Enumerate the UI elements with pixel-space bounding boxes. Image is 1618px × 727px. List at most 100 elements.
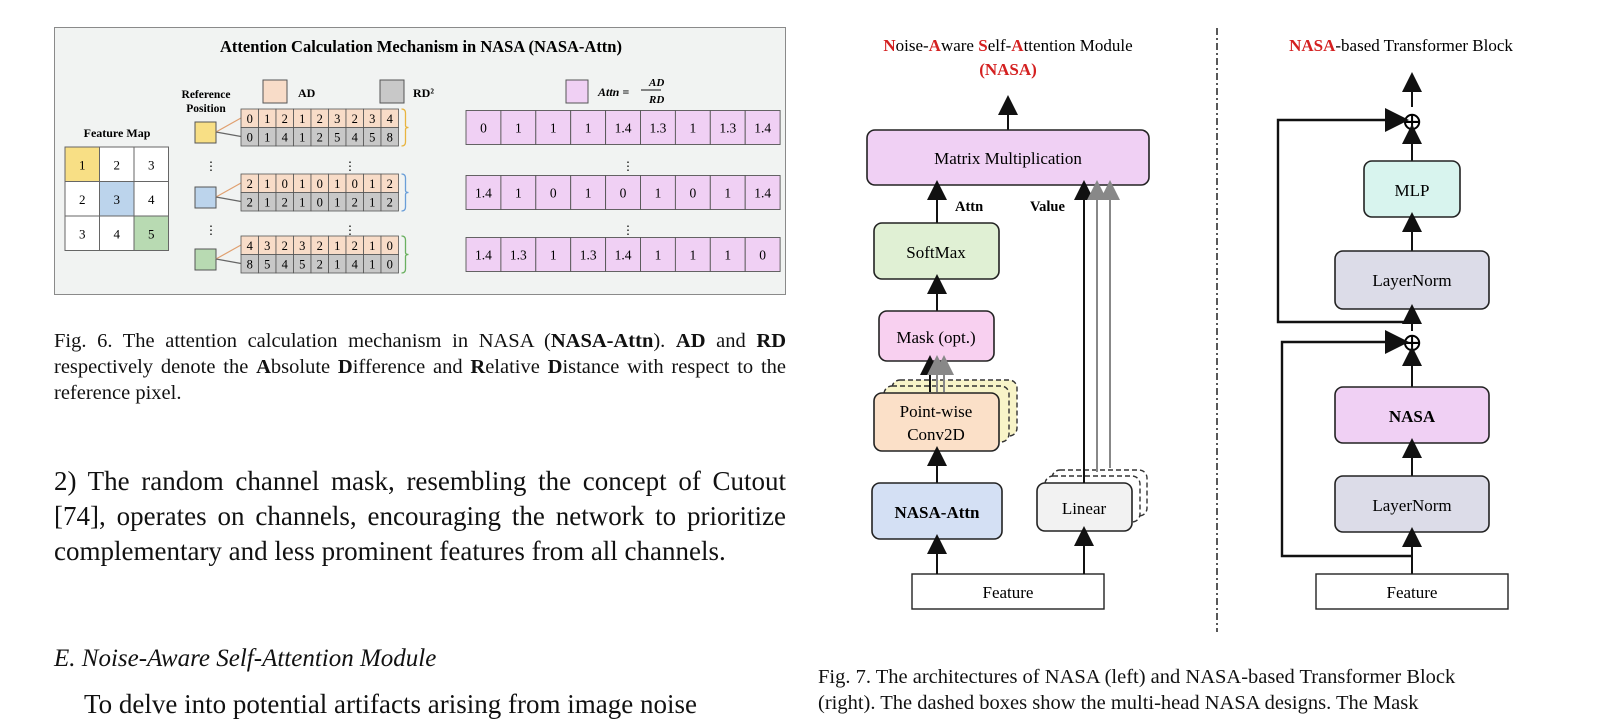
attn-cell <box>605 175 641 210</box>
attn-value: 1.4 <box>754 186 771 201</box>
attn-value: 1 <box>515 186 522 201</box>
attn-cell <box>640 237 676 272</box>
figure-7-caption-line-2: (right). The dashed boxes show the multi… <box>818 692 1419 714</box>
attn-value: 1 <box>655 248 662 263</box>
feature-map-cell <box>99 146 135 182</box>
reference-position-box <box>194 121 217 144</box>
rd-cell <box>380 127 399 147</box>
rd-value: 1 <box>299 196 305 210</box>
feature-label-left: Feature <box>983 583 1034 602</box>
rd-value: 5 <box>369 131 375 145</box>
add-icon-top: ⊕ <box>1401 107 1423 136</box>
attn-value: 1.3 <box>580 248 597 263</box>
rd-value: 1 <box>334 196 340 210</box>
ad-value: 1 <box>264 177 270 191</box>
add-icon-middle: ⊕ <box>1401 328 1423 357</box>
feature-map-value: 4 <box>148 192 155 207</box>
ellipsis-4: ⋮ <box>205 223 217 237</box>
figure-6-diagram: Attention Calculation Mechanism in NASA … <box>64 37 781 274</box>
attn-value: 1.4 <box>754 121 771 136</box>
attn-cell <box>570 237 607 272</box>
attn-cell <box>709 237 746 272</box>
caption-bold: RD <box>756 330 786 352</box>
rd-value: 0 <box>247 131 253 145</box>
caption-bold: R <box>470 356 486 378</box>
ad-value: 3 <box>334 112 340 126</box>
feature-map-value: 2 <box>114 157 121 172</box>
ad-value: 1 <box>264 112 270 126</box>
reference-position-box <box>194 186 217 209</box>
feature-map-value: 3 <box>114 192 121 207</box>
legend-attn-denominator: RD <box>648 94 664 106</box>
caption-text: istance with respect to the reference pi… <box>54 356 786 404</box>
attn-value: 1 <box>655 186 662 201</box>
matrix-multiplication-box <box>866 129 1150 186</box>
mask-label: Mask (opt.) <box>896 328 975 347</box>
legend-attn-numerator: AD <box>648 77 664 89</box>
nasa-attn-label: NASA-Attn <box>895 503 981 522</box>
attn-value: 1 <box>724 248 731 263</box>
caption-text: respectively denote the <box>54 356 257 378</box>
rd-value: 2 <box>317 131 323 145</box>
attn-value: 0 <box>550 186 557 201</box>
caption-bold: D <box>547 356 563 378</box>
ad-value: 0 <box>282 177 288 191</box>
ad-value: 2 <box>282 112 288 126</box>
attn-value: 1 <box>585 121 592 136</box>
rd-value: 1 <box>264 131 270 145</box>
ad-value: 2 <box>317 239 323 253</box>
ad-value: 1 <box>334 177 340 191</box>
ad-value: 4 <box>247 239 254 253</box>
figure-6: Attention Calculation Mechanism in NASA … <box>54 27 786 295</box>
ad-value: 1 <box>299 112 305 126</box>
attn-value: 1.4 <box>615 248 632 263</box>
ad-value: 2 <box>352 239 358 253</box>
rd-cell <box>380 192 399 212</box>
layernorm-label-top: LayerNorm <box>1372 271 1451 290</box>
feature-label-right: Feature <box>1387 583 1438 602</box>
attn-value: 1 <box>689 121 696 136</box>
attn-cell <box>674 237 711 272</box>
nasa-title-sub: (NASA) <box>979 60 1037 79</box>
rd-value: 1 <box>369 196 375 210</box>
ad-value: 3 <box>264 239 270 253</box>
ad-value: 1 <box>334 239 340 253</box>
ellipsis-2: ⋮ <box>344 159 356 173</box>
section-heading: E. Noise-Aware Self-Attention Module <box>54 645 437 672</box>
attn-cell <box>709 175 746 210</box>
attn-cell <box>744 237 781 272</box>
softmax-label: SoftMax <box>906 243 966 262</box>
attn-cell <box>605 110 641 145</box>
attn-value: 1.4 <box>615 121 632 136</box>
attn-value: 0 <box>480 121 487 136</box>
caption-text: Fig. 6. The attention calculation mechan… <box>54 330 551 352</box>
caption-text: ifference and <box>352 356 471 378</box>
legend-rd-label: RD² <box>413 86 434 100</box>
feature-map-value: 3 <box>148 157 155 172</box>
ad-value: 1 <box>299 177 305 191</box>
rd-value: 4 <box>282 258 289 272</box>
attn-cell <box>570 110 607 145</box>
rd-value: 5 <box>334 131 340 145</box>
rd-value: 0 <box>317 196 323 210</box>
attn-cell <box>744 110 781 145</box>
legend-ad-swatch <box>262 79 288 104</box>
attn-cell <box>465 110 502 145</box>
attn-cell <box>535 110 572 145</box>
caption-text: ). <box>653 330 676 352</box>
ad-value: 1 <box>369 239 375 253</box>
attn-value: 0 <box>759 248 766 263</box>
rd-value: 8 <box>387 131 393 145</box>
body-paragraph: 2) The random channel mask, resembling t… <box>54 466 786 566</box>
attn-value: 1 <box>724 186 731 201</box>
attn-cell <box>500 175 537 210</box>
linear-label: Linear <box>1062 499 1107 518</box>
transformer-title: NASA-based Transformer Block <box>1289 36 1513 55</box>
feature-map-cell <box>133 215 169 251</box>
attn-cell <box>465 175 502 210</box>
ellipsis-3: ⋮ <box>622 159 634 173</box>
caption-bold: A <box>256 356 271 378</box>
value-label: Value <box>1030 199 1065 215</box>
